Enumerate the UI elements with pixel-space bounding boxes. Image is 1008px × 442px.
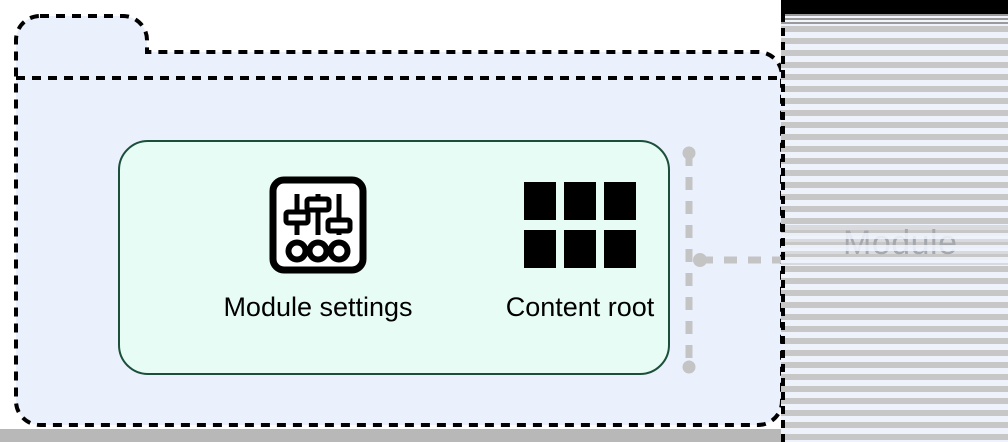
module-scope-bracket-svg — [682, 146, 800, 374]
grid-six-squares-icon-svg — [524, 182, 636, 268]
module-card[interactable]: Module settings Content root — [118, 140, 670, 375]
slider-track-2 — [315, 194, 321, 235]
module-scope-bracket — [670, 140, 800, 380]
bracket-dot-bottom — [682, 360, 696, 374]
stripe-overlay-top-fine-band — [781, 14, 1008, 24]
bracket-dot-mid — [693, 253, 707, 267]
bracket-dot-top — [682, 146, 696, 160]
grid-cell-6 — [604, 230, 636, 268]
knob-1 — [285, 239, 309, 263]
card-item-label-module-settings: Module settings — [223, 292, 413, 322]
grid-cell-1 — [524, 182, 556, 220]
slider-track-3 — [336, 194, 342, 235]
knob-2 — [306, 239, 330, 263]
module-annotation-label: Module — [843, 224, 958, 262]
slider-handle-2 — [304, 196, 332, 213]
grid-cell-5 — [564, 230, 596, 268]
grid-cell-2 — [564, 182, 596, 220]
grid-six-squares-icon — [450, 170, 710, 280]
slider-handle-3 — [325, 217, 353, 234]
slider-handle-1 — [283, 209, 311, 226]
card-item-content-root[interactable]: Content root — [450, 170, 710, 321]
stripe-overlay-top-black-band — [781, 0, 1008, 14]
grid-cell-4 — [524, 230, 556, 268]
card-item-module-settings[interactable]: Module settings — [148, 170, 488, 321]
sliders-settings-icon-svg — [269, 176, 367, 274]
stripe-overlay — [781, 0, 1008, 442]
knob-3 — [327, 239, 351, 263]
sliders-settings-icon — [148, 170, 488, 280]
stripe-overlay-dashed-edge — [781, 0, 785, 442]
grid-cell-3 — [604, 182, 636, 220]
card-item-label-content-root: Content root — [505, 292, 655, 322]
bottom-band — [0, 429, 1008, 442]
